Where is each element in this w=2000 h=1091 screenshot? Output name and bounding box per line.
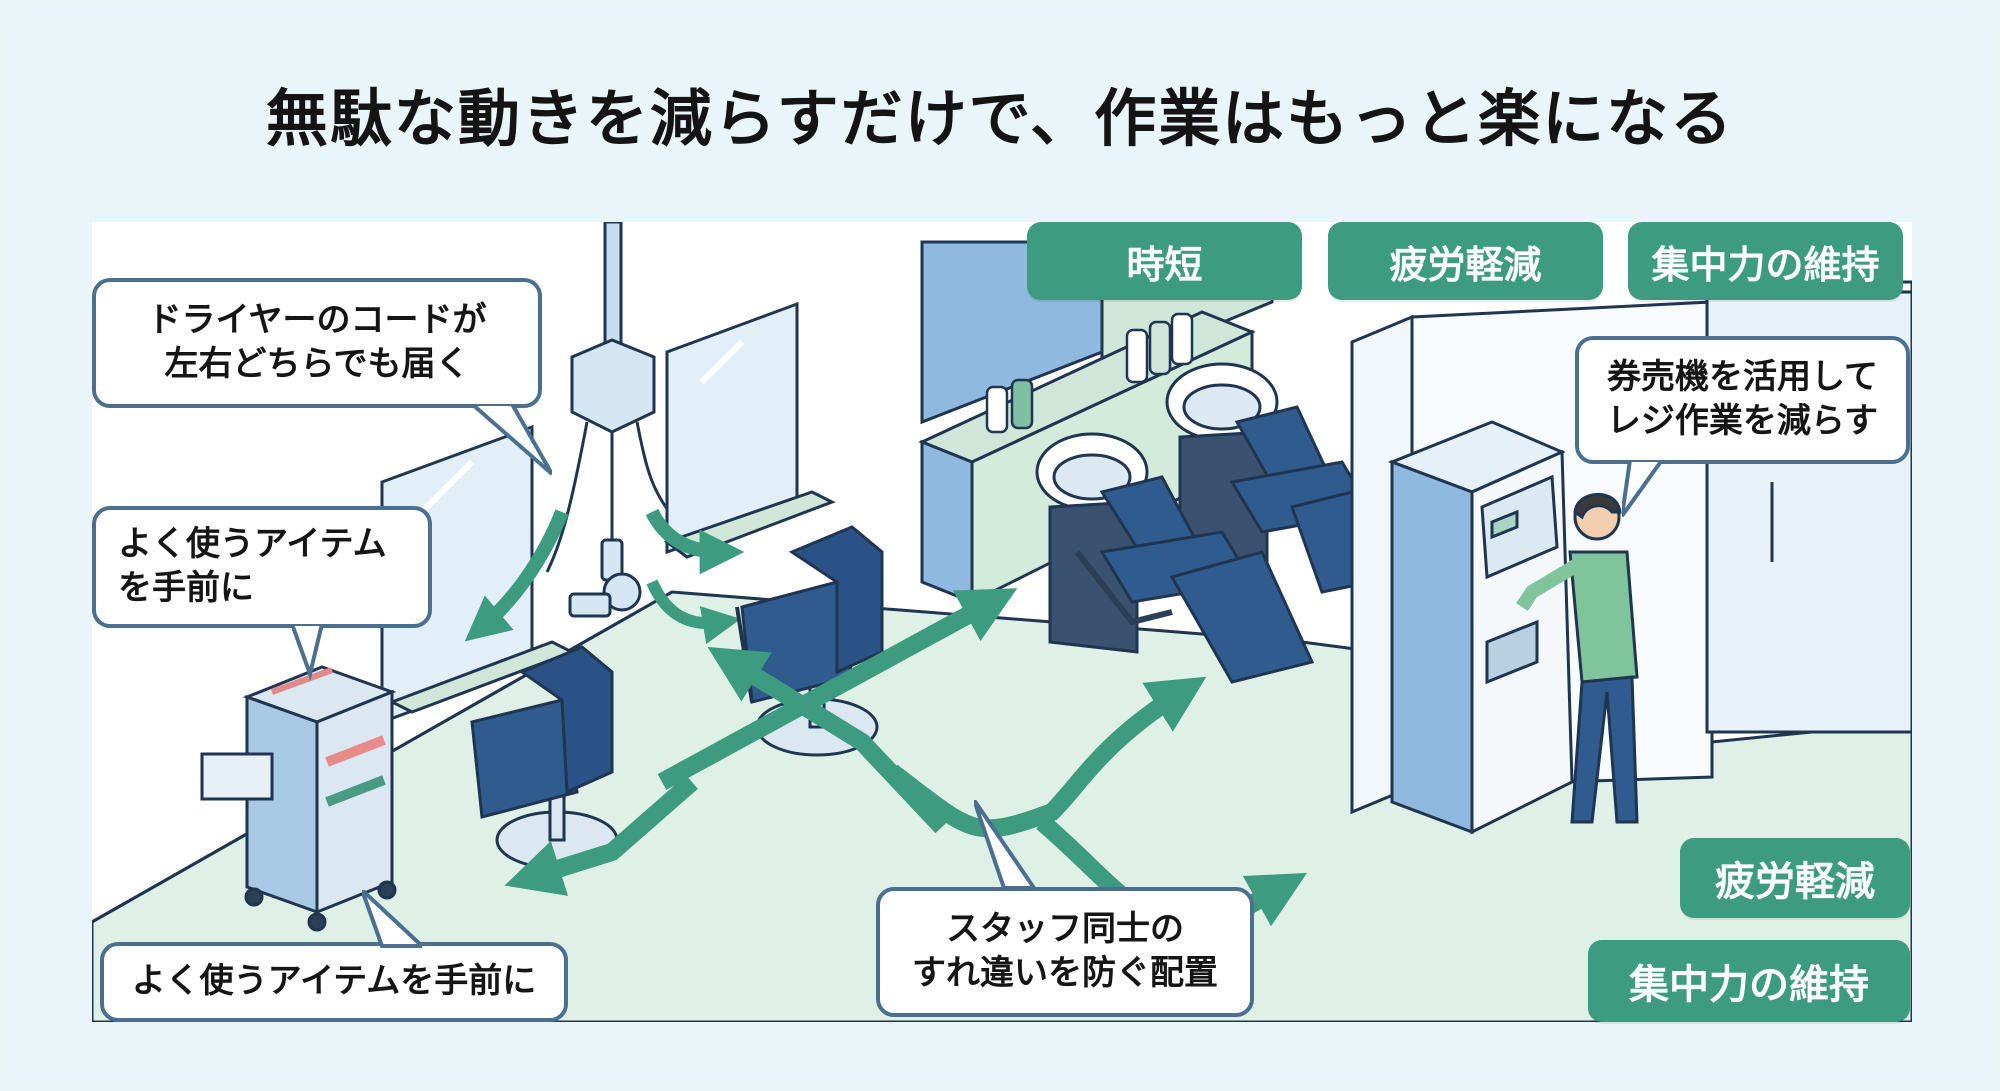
callout-tail bbox=[974, 800, 1038, 890]
callout-tail bbox=[292, 624, 325, 681]
benefit-badge-fatigue-reduction: 疲労軽減 bbox=[1328, 222, 1603, 300]
callout-staff-paths: スタッフ同士の すれ違いを防ぐ配置 bbox=[876, 887, 1254, 1017]
callout-text: レジ作業を減らす bbox=[1606, 401, 1879, 441]
callout-text: スタッフ同士の bbox=[946, 909, 1184, 950]
shampoo-bottles bbox=[985, 312, 1194, 434]
dryer-reach-arrow-right bbox=[645, 508, 745, 575]
callout-dryer-cord: ドライヤーのコードが 左右どちらでも届く bbox=[92, 278, 542, 408]
callout-text: 左右どちらでも届く bbox=[164, 344, 470, 384]
dryer-reach-arrow-right-lower bbox=[646, 579, 741, 645]
ceiling-cord-box bbox=[545, 222, 679, 573]
callout-text: すれ違いを防ぐ配置 bbox=[912, 953, 1218, 993]
benefit-badge-fatigue-reduction-bottom: 疲労軽減 bbox=[1680, 838, 1910, 918]
callout-text: ドライヤーのコードが bbox=[147, 300, 487, 341]
staff-path-arrow bbox=[657, 588, 1018, 790]
callout-items-near-bottom: よく使うアイテムを手前に bbox=[100, 942, 568, 1022]
shampoo-chair bbox=[1074, 475, 1315, 684]
callout-ticket-machine: 券売機を活用して レジ作業を減らす bbox=[1575, 336, 1910, 464]
callout-text: よく使うアイテムを手前に bbox=[131, 961, 537, 1002]
callout-text: よく使うアイテム bbox=[118, 524, 387, 565]
salon-illustration: ドライヤーのコードが 左右どちらでも届く よく使うアイテム を手前に よく使うア… bbox=[92, 222, 1912, 1022]
callout-tail bbox=[472, 404, 552, 476]
page-title: 無駄な動きを減らすだけで、作業はもっと楽になる bbox=[265, 82, 1735, 155]
staff-path-arrow bbox=[886, 676, 1207, 838]
callout-text: を手前に bbox=[118, 568, 254, 608]
callout-tail bbox=[362, 890, 422, 948]
benefit-badge-time-saving: 時短 bbox=[1027, 222, 1302, 300]
benefit-badge-focus: 集中力の維持 bbox=[1628, 222, 1903, 300]
ticket-machine bbox=[1387, 420, 1574, 835]
dryer-reach-arrow-left bbox=[464, 509, 569, 642]
tool-trolley bbox=[200, 665, 397, 932]
callout-tail bbox=[1622, 460, 1665, 518]
staff-path-arrow bbox=[504, 775, 698, 896]
hair-dryer bbox=[568, 538, 642, 618]
customer-person bbox=[1516, 492, 1639, 824]
callout-text: 券売機を活用して bbox=[1607, 357, 1878, 398]
mirror-left bbox=[380, 424, 576, 725]
callout-items-near: よく使うアイテム を手前に bbox=[92, 506, 432, 628]
benefit-badge-focus-bottom: 集中力の維持 bbox=[1588, 940, 1910, 1022]
